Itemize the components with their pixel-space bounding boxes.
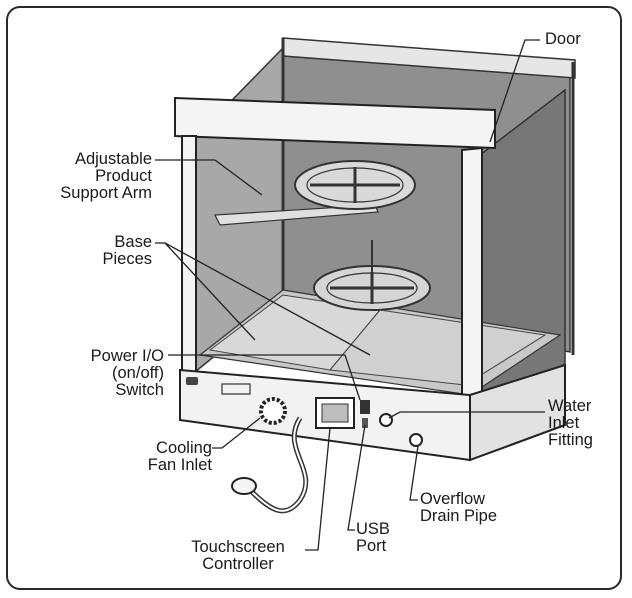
callout-base-pieces: Base Pieces <box>102 233 152 268</box>
usb-port <box>362 418 368 428</box>
callout-overflow-drain: Overflow Drain Pipe <box>420 490 498 525</box>
base-piece-right <box>329 309 547 386</box>
water-inlet-fitting <box>379 413 393 427</box>
callout-water-inlet: Water Inlet Fitting <box>548 397 593 449</box>
callout-support-arm: Adjustable Product Support Arm <box>60 150 152 202</box>
callout-door: Door <box>545 30 581 48</box>
door-header <box>174 96 496 150</box>
callout-touchscreen: Touchscreen Controller <box>191 538 285 573</box>
cooling-fan-inlet <box>259 397 287 425</box>
leader-lines <box>155 39 545 551</box>
support-arm <box>214 204 379 226</box>
power-switch <box>360 400 370 414</box>
door-post-right <box>461 146 483 410</box>
callout-power-switch: Power I/O (on/off) Switch <box>90 347 164 399</box>
callout-usb-port: USB Port <box>356 520 390 555</box>
overflow-drain-pipe <box>409 433 423 447</box>
callout-cooling-fan: Cooling Fan Inlet <box>147 439 212 474</box>
